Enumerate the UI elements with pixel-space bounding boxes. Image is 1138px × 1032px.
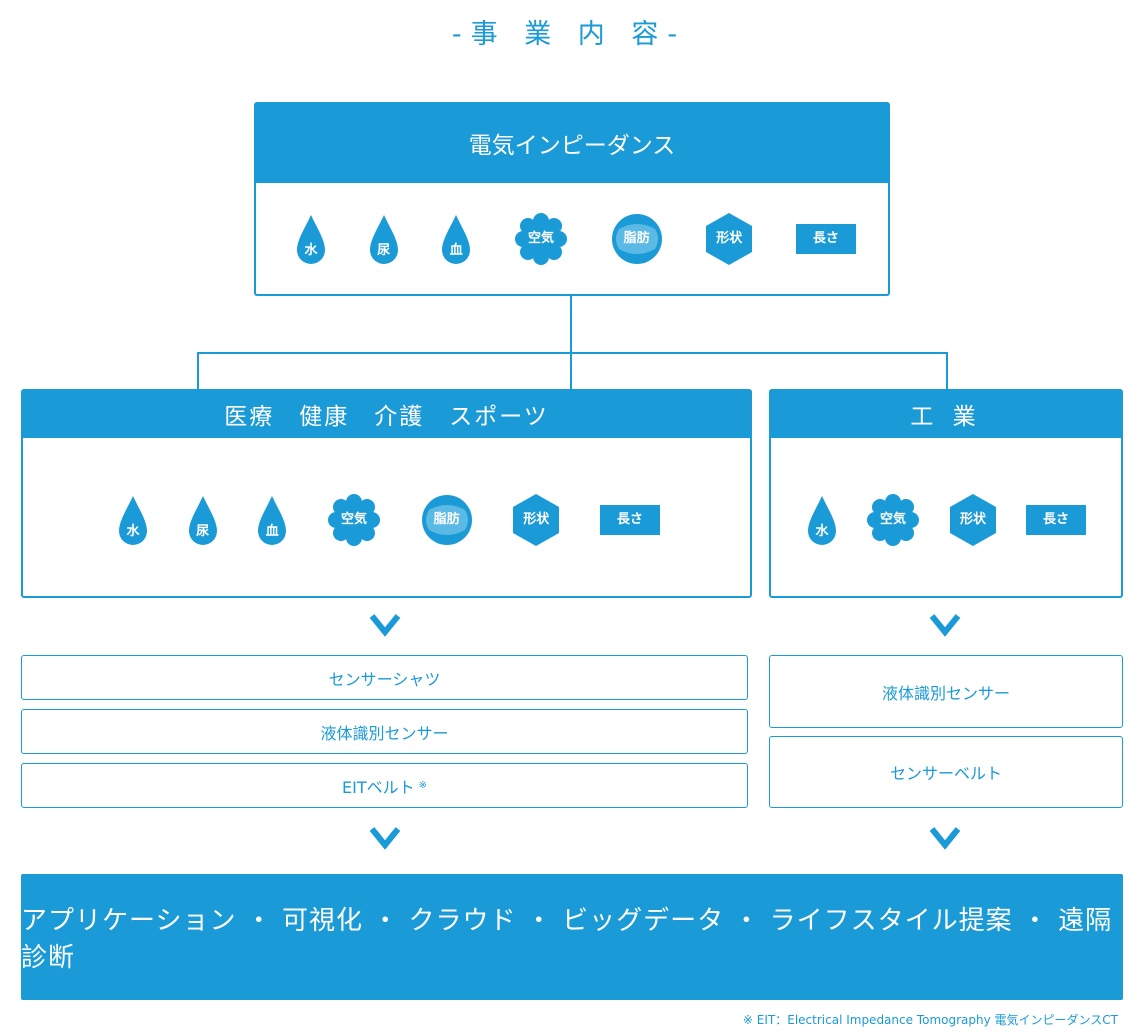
connector-vertical-top bbox=[570, 296, 572, 353]
product-sensor-shirt: センサーシャツ bbox=[21, 655, 748, 700]
impedance-panel-title: 電気インピーダンス bbox=[255, 103, 889, 183]
water-drop-icon: 水 bbox=[118, 494, 148, 546]
icon-label: 長さ bbox=[616, 512, 643, 527]
product-liquid-sensor-industrial: 液体識別センサー bbox=[769, 655, 1123, 728]
icon-label: 脂肪 bbox=[433, 512, 460, 527]
medical-panel-title: 医療 健康 介護 スポーツ bbox=[22, 390, 751, 438]
industrial-panel-title: 工 業 bbox=[770, 390, 1122, 438]
length-rect-icon: 長さ bbox=[795, 224, 856, 254]
product-sensor-belt: センサーベルト bbox=[769, 736, 1123, 808]
icon-label: 空気 bbox=[527, 231, 554, 246]
chevron-down-icon bbox=[929, 826, 961, 854]
medical-panel: 医療 健康 介護 スポーツ 水 尿 血 空気 bbox=[21, 389, 752, 598]
connector-right bbox=[946, 352, 948, 390]
industrial-panel: 工 業 水 空気 形状 長さ bbox=[769, 389, 1123, 598]
connector-middle bbox=[570, 352, 572, 390]
icon-label: 血 bbox=[265, 524, 279, 539]
icon-label: 血 bbox=[449, 243, 463, 258]
product-label: 液体識別センサー bbox=[320, 723, 449, 743]
icon-label: 形状 bbox=[523, 512, 550, 527]
page-title: -事 業 内 容- bbox=[451, 19, 687, 50]
icon-label: 形状 bbox=[716, 231, 743, 246]
shape-hexagon-icon: 形状 bbox=[512, 493, 560, 547]
product-label: EITベルト bbox=[342, 777, 415, 797]
length-rect-icon: 長さ bbox=[599, 505, 660, 535]
shape-hexagon-icon: 形状 bbox=[705, 212, 753, 266]
blood-drop-icon: 血 bbox=[441, 213, 471, 265]
chevron-down-icon bbox=[929, 613, 961, 641]
icon-label: 水 bbox=[126, 524, 140, 539]
note-mark: ※ bbox=[418, 780, 427, 791]
footnote: ※ EIT：Electrical Impedance Tomography 電気… bbox=[742, 1013, 1118, 1027]
product-label: センサーベルト bbox=[889, 764, 1002, 783]
icon-label: 脂肪 bbox=[623, 231, 650, 246]
product-liquid-sensor: 液体識別センサー bbox=[21, 709, 748, 754]
icon-label: 長さ bbox=[1042, 512, 1069, 527]
water-drop-icon: 水 bbox=[807, 494, 837, 546]
product-label: センサーシャツ bbox=[328, 669, 441, 689]
fat-circle-icon: 脂肪 bbox=[421, 494, 473, 546]
shape-hexagon-icon: 形状 bbox=[949, 493, 997, 547]
icon-label: 空気 bbox=[340, 512, 367, 527]
product-label: 液体識別センサー bbox=[881, 683, 1010, 703]
connector-left bbox=[197, 352, 199, 390]
icon-label: 水 bbox=[304, 243, 318, 258]
product-eit-belt: EITベルト ※ bbox=[21, 763, 748, 808]
urine-drop-icon: 尿 bbox=[369, 213, 399, 265]
air-cloud-icon: 空気 bbox=[866, 493, 920, 547]
icon-label: 尿 bbox=[196, 524, 210, 539]
urine-drop-icon: 尿 bbox=[188, 494, 218, 546]
connector-horizontal bbox=[197, 352, 948, 354]
icon-label: 尿 bbox=[377, 243, 391, 258]
applications-text: アプリケーション ・ 可視化 ・ クラウド ・ ビッグデータ ・ ライフスタイル… bbox=[21, 906, 1113, 973]
blood-drop-icon: 血 bbox=[257, 494, 287, 546]
industrial-icons: 水 空気 形状 長さ bbox=[807, 493, 1086, 547]
icon-label: 形状 bbox=[959, 512, 986, 527]
icon-label: 長さ bbox=[812, 231, 839, 246]
water-drop-icon: 水 bbox=[296, 213, 326, 265]
impedance-panel: 電気インピーダンス 水 尿 血 bbox=[254, 102, 890, 296]
fat-circle-icon: 脂肪 bbox=[611, 213, 663, 265]
length-rect-icon: 長さ bbox=[1026, 505, 1086, 535]
medical-icons: 水 尿 血 空気 bbox=[118, 493, 660, 547]
applications-banner: アプリケーション ・ 可視化 ・ クラウド ・ ビッグデータ ・ ライフスタイル… bbox=[21, 874, 1123, 1000]
air-cloud-icon: 空気 bbox=[514, 212, 568, 266]
chevron-down-icon bbox=[369, 613, 401, 641]
chevron-down-icon bbox=[369, 826, 401, 854]
icon-label: 空気 bbox=[879, 512, 906, 527]
icon-label: 水 bbox=[815, 524, 829, 539]
impedance-icons: 水 尿 血 空気 bbox=[296, 212, 856, 266]
air-cloud-icon: 空気 bbox=[327, 493, 381, 547]
